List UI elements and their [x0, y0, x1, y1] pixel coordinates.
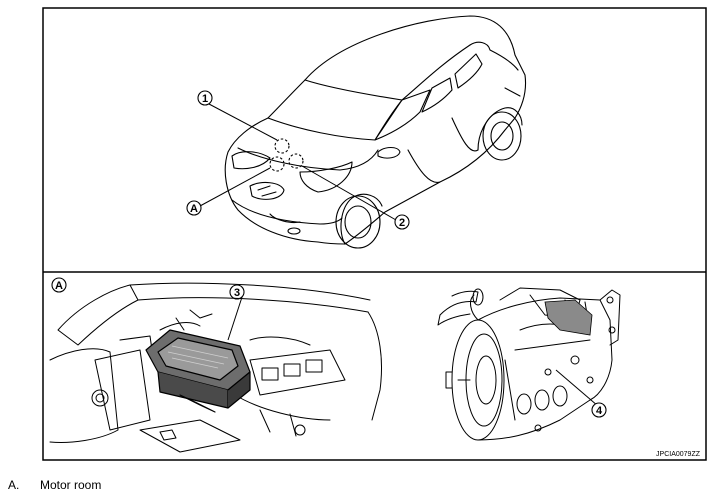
- legend: A. Motor room: [8, 478, 101, 492]
- location-marker-a: [269, 156, 285, 172]
- motor-room-illustration: [49, 282, 382, 453]
- callout-4-circle: [591, 402, 607, 418]
- callout-3-circle: [229, 284, 245, 300]
- component-markers: [269, 138, 304, 172]
- callout-a-circle: [186, 200, 202, 216]
- legend-text-a: Motor room: [40, 478, 102, 492]
- legend-key-a: A.: [8, 478, 20, 492]
- location-marker-2: [288, 153, 304, 169]
- motor-housing-shade: [544, 299, 593, 336]
- callout-2-label: 2: [399, 217, 405, 229]
- callout-a-panel-label: A: [55, 280, 63, 292]
- callout-2-circle: [394, 214, 410, 230]
- location-marker-1: [274, 138, 290, 154]
- figure-frame: [42, 7, 707, 461]
- traction-motor-illustration: [437, 287, 621, 441]
- callout-a-label: A: [190, 203, 198, 215]
- figure-code: JPCIA0079ZZ: [656, 451, 701, 458]
- callout-4-label: 4: [596, 405, 603, 417]
- callout-1-label: 1: [202, 93, 208, 105]
- leader-lines: [199, 103, 599, 407]
- callout-a-panel-circle: [51, 277, 67, 293]
- callout-1-circle: [197, 90, 213, 106]
- vehicle-illustration: [224, 15, 527, 249]
- callouts: [51, 90, 607, 418]
- callout-3-label: 3: [234, 287, 240, 299]
- inverter-component: [145, 329, 251, 413]
